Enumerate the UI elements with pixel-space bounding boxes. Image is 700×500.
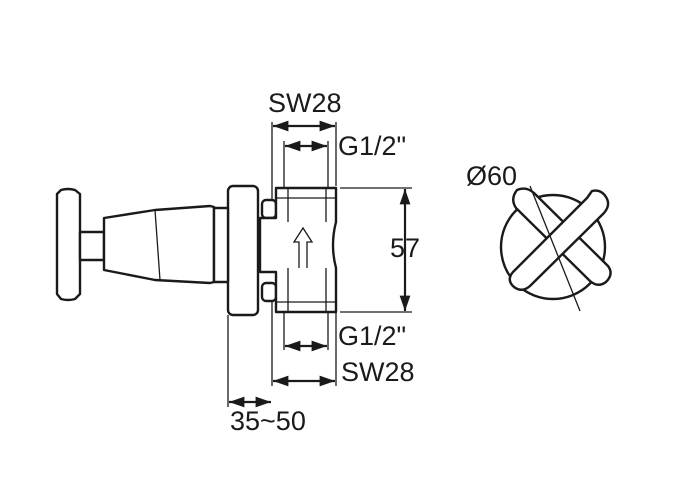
label-g-top: G1/2" <box>338 131 406 161</box>
handle-front-view <box>499 185 612 312</box>
handle-neck <box>78 230 106 262</box>
label-sw-bottom: SW28 <box>341 357 415 387</box>
dimension-lines <box>227 120 412 408</box>
label-g-bottom: G1/2" <box>338 321 406 351</box>
flange-neck <box>212 206 230 284</box>
collar-bottom <box>260 281 278 303</box>
collar-top <box>260 198 278 220</box>
flow-arrow-icon <box>292 226 314 268</box>
valve-body <box>258 186 338 314</box>
label-diameter: Ø60 <box>466 161 517 191</box>
diameter-leader <box>529 185 581 312</box>
label-depth: 35~50 <box>230 406 306 436</box>
cross-arm-b <box>508 189 610 291</box>
label-height: 57 <box>390 233 420 263</box>
handle-disc <box>55 187 82 302</box>
flange <box>226 184 260 317</box>
stem-step <box>154 209 161 281</box>
label-sw-top: SW28 <box>268 88 342 118</box>
valve-side-view <box>55 184 338 317</box>
